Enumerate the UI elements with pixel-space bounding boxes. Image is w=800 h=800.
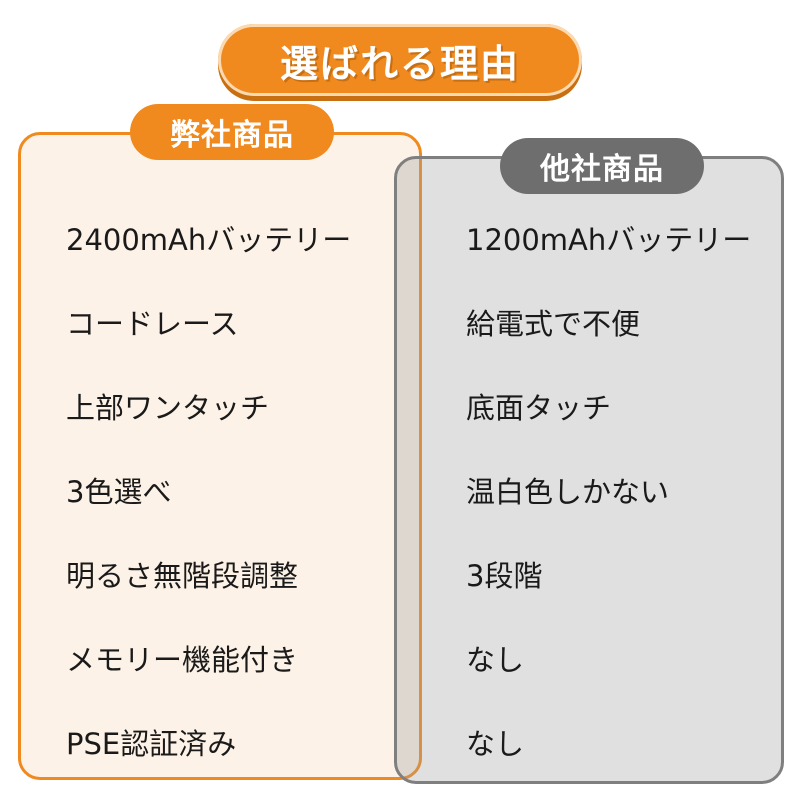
our-feature-memory: メモリー機能付き bbox=[66, 643, 299, 677]
other-product-feature-list: 1200mAhバッテリー 給電式で不便 底面タッチ 温白色しかない 3段階 なし… bbox=[466, 196, 751, 784]
page-title: 選ばれる理由 bbox=[279, 41, 520, 86]
other-feature-touch: 底面タッチ bbox=[466, 391, 612, 425]
other-feature-brightness: 3段階 bbox=[466, 559, 543, 593]
our-feature-colors: 3色選べ bbox=[66, 475, 172, 509]
other-feature-colors: 温白色しかない bbox=[466, 475, 670, 509]
other-feature-battery: 1200mAhバッテリー bbox=[466, 223, 752, 257]
other-feature-certification: なし bbox=[466, 727, 525, 761]
our-product-feature-list: 2400mAhバッテリー コードレース 上部ワンタッチ 3色選べ 明るさ無階段調… bbox=[66, 196, 351, 784]
title-badge: 選ばれる理由 bbox=[218, 24, 582, 96]
our-feature-certification: PSE認証済み bbox=[66, 727, 237, 761]
other-product-panel bbox=[394, 156, 784, 784]
our-product-label-badge: 弊社商品 bbox=[130, 104, 334, 160]
our-feature-brightness: 明るさ無階段調整 bbox=[66, 559, 299, 593]
our-product-panel bbox=[18, 132, 422, 780]
our-feature-cordless: コードレース bbox=[66, 307, 239, 341]
our-feature-touch: 上部ワンタッチ bbox=[66, 391, 270, 425]
our-feature-battery: 2400mAhバッテリー bbox=[66, 223, 352, 257]
other-feature-memory: なし bbox=[466, 643, 525, 677]
other-feature-power: 給電式で不便 bbox=[466, 307, 641, 341]
other-product-label: 他社商品 bbox=[540, 152, 664, 187]
our-product-label: 弊社商品 bbox=[170, 118, 294, 153]
other-product-label-badge: 他社商品 bbox=[500, 138, 704, 194]
